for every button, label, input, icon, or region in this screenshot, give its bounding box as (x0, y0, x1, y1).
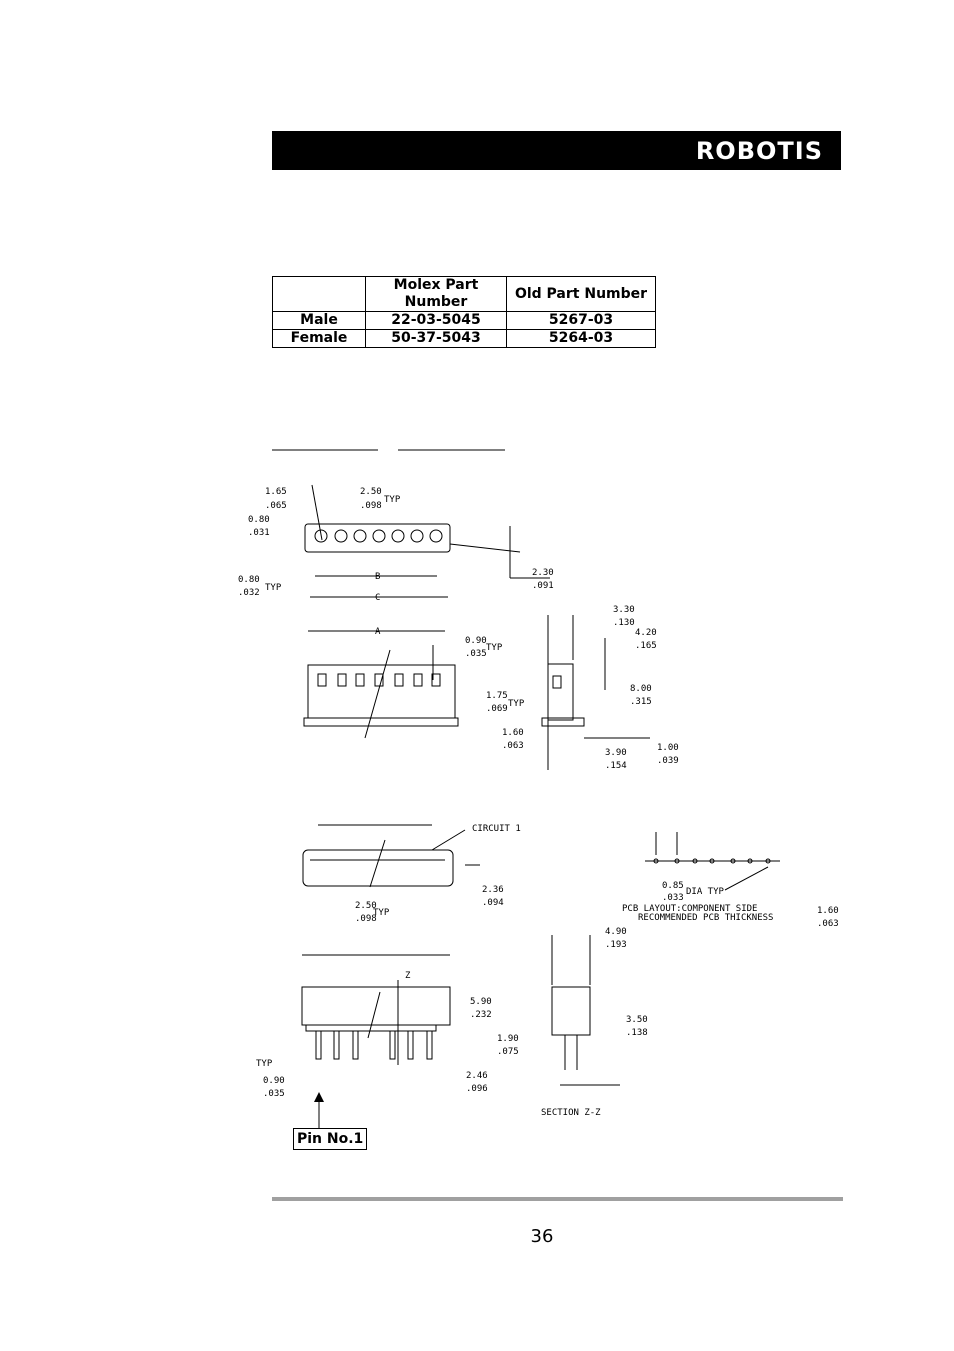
svg-text:.032: .032 (238, 588, 260, 598)
pin-holes (314, 529, 443, 543)
svg-text:0.80: 0.80 (238, 575, 260, 585)
front-view-windows (317, 673, 441, 687)
table-cell: 50-37-5043 (365, 329, 507, 348)
svg-text:.094: .094 (482, 898, 504, 908)
svg-text:.075: .075 (497, 1047, 519, 1057)
svg-text:2.46: 2.46 (466, 1071, 488, 1081)
header-bar: ROBOTIS (272, 131, 841, 170)
svg-text:C: C (375, 593, 380, 603)
svg-text:.039: .039 (657, 756, 679, 766)
svg-text:.063: .063 (817, 919, 839, 929)
svg-text:0.85: 0.85 (662, 881, 684, 891)
table-header-cell: Old Part Number (506, 276, 656, 312)
svg-text:.165: .165 (635, 641, 657, 651)
svg-text:.031: .031 (248, 528, 270, 538)
svg-text:4.20: 4.20 (635, 628, 657, 638)
svg-text:3.90: 3.90 (605, 748, 627, 758)
svg-text:B: B (375, 572, 380, 582)
svg-text:.035: .035 (263, 1089, 285, 1099)
pin-no-1-label: Pin No.1 (293, 1128, 368, 1150)
svg-text:.098: .098 (360, 501, 382, 511)
table-header-row: Molex Part Number Old Part Number (272, 276, 656, 312)
robotis-logo: ROBOTIS (695, 137, 823, 165)
side-view-body (547, 663, 574, 721)
svg-text:PCB LAYOUT:COMPONENT SIDE: PCB LAYOUT:COMPONENT SIDE (622, 904, 757, 914)
svg-text:2.30: 2.30 (532, 568, 554, 578)
table-row: Female 50-37-5043 5264-03 (272, 329, 656, 348)
table-cell: 22-03-5045 (365, 311, 507, 330)
svg-text:TYP: TYP (265, 583, 282, 593)
svg-text:.091: .091 (532, 581, 554, 591)
female-top-view (302, 849, 454, 887)
svg-text:.138: .138 (626, 1028, 648, 1038)
svg-text:.063: .063 (502, 741, 524, 751)
section-zz (551, 986, 591, 1036)
svg-text:.069: .069 (486, 704, 508, 714)
svg-text:2.50: 2.50 (355, 901, 377, 911)
svg-text:3.30: 3.30 (613, 605, 635, 615)
svg-text:1.90: 1.90 (497, 1034, 519, 1044)
page-number: 36 (530, 1226, 554, 1247)
svg-text:0.90: 0.90 (263, 1076, 285, 1086)
svg-text:TYP: TYP (256, 1059, 273, 1069)
svg-text:1.60: 1.60 (502, 728, 524, 738)
svg-text:1.75: 1.75 (486, 691, 508, 701)
table-cell: 5267-03 (506, 311, 656, 330)
svg-text:TYP: TYP (384, 495, 401, 505)
svg-text:8.00: 8.00 (630, 684, 652, 694)
svg-text:TYP: TYP (486, 643, 503, 653)
svg-text:.130: .130 (613, 618, 635, 628)
svg-text:.065: .065 (265, 501, 287, 511)
table-cell: Male (272, 311, 366, 330)
connector-technical-drawing: 1.65 .065 2.50 TYP .098 0.80 .031 0.80 T… (238, 449, 839, 1130)
svg-text:RECOMMENDED PCB THICKNESS: RECOMMENDED PCB THICKNESS (638, 913, 773, 923)
table-header-cell: Molex Part Number (365, 276, 507, 312)
svg-text:.232: .232 (470, 1010, 492, 1020)
svg-text:1.60: 1.60 (817, 906, 839, 916)
table-header-cell (272, 276, 366, 312)
svg-text:5.90: 5.90 (470, 997, 492, 1007)
svg-text:SECTION Z-Z: SECTION Z-Z (541, 1108, 601, 1118)
svg-text:DIA TYP: DIA TYP (686, 887, 725, 897)
table-cell: Female (272, 329, 366, 348)
table-cell: 5264-03 (506, 329, 656, 348)
female-pins (315, 1030, 433, 1060)
svg-text:TYP: TYP (373, 908, 390, 918)
svg-text:.096: .096 (466, 1084, 488, 1094)
svg-text:1.65: 1.65 (265, 487, 287, 497)
dimension-labels: 1.65 .065 2.50 TYP .098 0.80 .031 0.80 T… (238, 487, 839, 1118)
svg-text:.098: .098 (355, 914, 377, 924)
parts-table: Molex Part Number Old Part Number Male 2… (272, 276, 656, 348)
svg-text:TYP: TYP (508, 699, 525, 709)
svg-text:.154: .154 (605, 761, 627, 771)
svg-text:3.50: 3.50 (626, 1015, 648, 1025)
footer-rule (272, 1197, 843, 1201)
svg-text:CIRCUIT 1: CIRCUIT 1 (472, 824, 521, 834)
svg-text:.315: .315 (630, 697, 652, 707)
svg-text:A: A (375, 627, 381, 637)
svg-text:Z: Z (405, 971, 411, 981)
svg-text:4.90: 4.90 (605, 927, 627, 937)
svg-text:.033: .033 (662, 893, 684, 903)
top-view-body (304, 523, 451, 553)
table-row: Male 22-03-5045 5267-03 (272, 311, 656, 330)
pin-arrow-head (314, 1092, 324, 1102)
svg-text:.193: .193 (605, 940, 627, 950)
svg-text:1.00: 1.00 (657, 743, 679, 753)
svg-text:.035: .035 (465, 649, 487, 659)
svg-text:0.80: 0.80 (248, 515, 270, 525)
svg-text:2.36: 2.36 (482, 885, 504, 895)
svg-text:0.90: 0.90 (465, 636, 487, 646)
svg-text:2.50: 2.50 (360, 487, 382, 497)
